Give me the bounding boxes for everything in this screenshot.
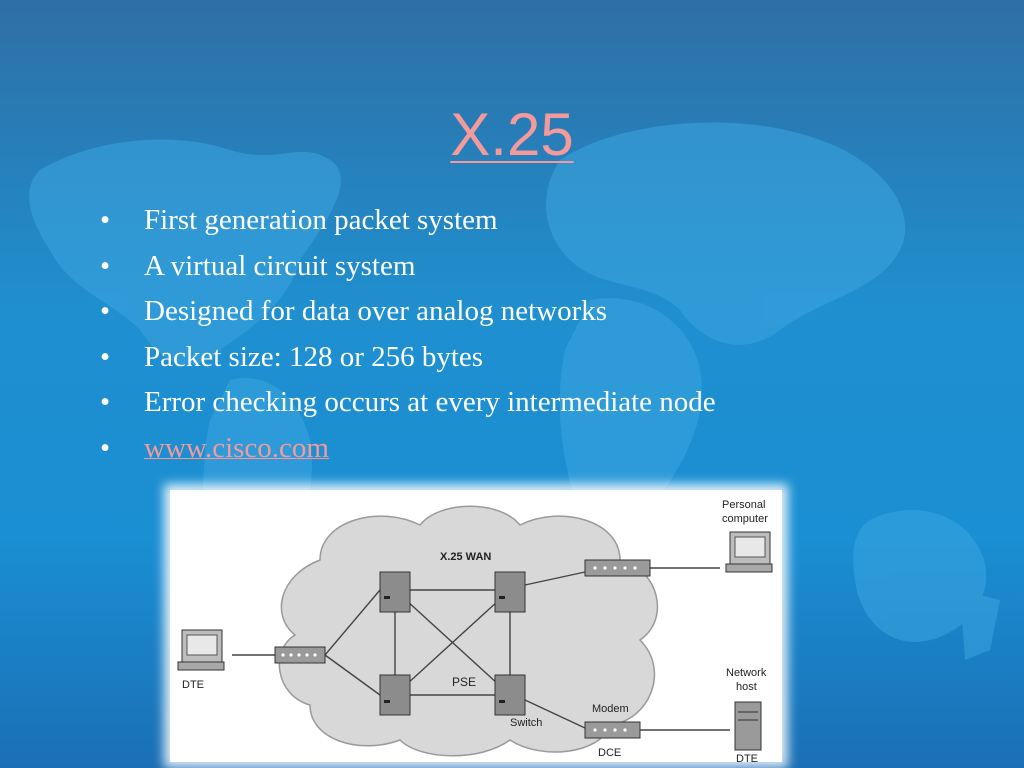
x25-wan-cloud — [278, 505, 659, 757]
host-dte-label: DTE — [736, 753, 758, 762]
pse-switch — [494, 571, 526, 613]
dte-computer-icon — [177, 629, 225, 671]
pse-label: PSE — [452, 675, 476, 689]
bullet-item-link: www.cisco.com — [100, 426, 716, 472]
bullet-item: Error checking occurs at every intermedi… — [100, 380, 716, 426]
host-label-line2: host — [736, 681, 757, 693]
bullet-item: Designed for data over analog networks — [100, 289, 716, 335]
pc-label-line1: Personal — [722, 499, 765, 511]
personal-computer-icon — [725, 531, 773, 573]
cisco-link[interactable]: www.cisco.com — [144, 431, 329, 464]
bullet-item: First generation packet system — [100, 198, 716, 244]
pc-label-line2: computer — [722, 513, 768, 525]
pad-device-dte — [274, 646, 326, 664]
switch-label: Switch — [510, 717, 542, 729]
bullet-list: First generation packet system A virtual… — [100, 198, 716, 471]
bullet-item: A virtual circuit system — [100, 244, 716, 290]
pad-device-pc — [584, 559, 651, 577]
modem-label: Modem — [592, 703, 629, 715]
pse-switch — [494, 674, 526, 716]
dce-label: DCE — [598, 747, 621, 759]
dte-label: DTE — [182, 679, 204, 691]
pse-switch — [379, 571, 411, 613]
modem-device — [584, 721, 641, 739]
network-host-icon — [734, 701, 762, 751]
pse-switch — [379, 674, 411, 716]
bullet-item: Packet size: 128 or 256 bytes — [100, 335, 716, 381]
slide-title[interactable]: X.25 — [450, 101, 574, 168]
host-label-line1: Network — [726, 667, 767, 679]
wan-label: X.25 WAN — [440, 551, 491, 563]
x25-network-diagram: X.25 WAN PSE Switch Modem DCE DTE Person… — [170, 490, 782, 762]
